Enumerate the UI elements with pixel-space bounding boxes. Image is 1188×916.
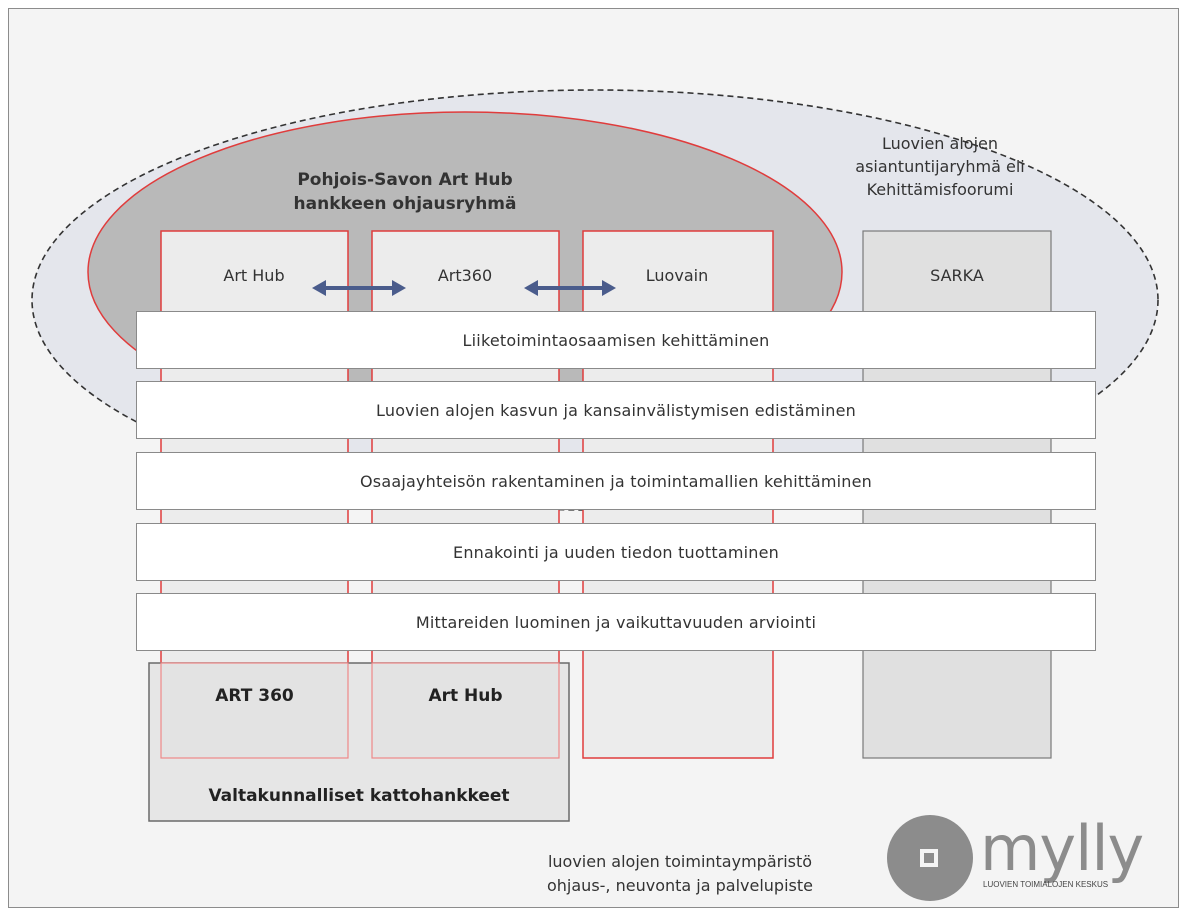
band-growth-internationalisation: Luovien alojen kasvun ja kansainvälistym…	[136, 381, 1096, 439]
steering-group-title: Pohjois-Savon Art Hub hankkeen ohjausryh…	[270, 168, 540, 216]
national-item-art360: ART 360	[215, 686, 294, 706]
footer-line1: luovien alojen toimintaympäristö	[547, 852, 813, 871]
logo-tagline: LUOVIEN TOIMIALOJEN KESKUS	[983, 880, 1109, 889]
band-metrics-evaluation: Mittareiden luominen ja vaikuttavuuden a…	[136, 593, 1096, 651]
national-item-art-hub-box	[371, 662, 560, 759]
band-business-competence: Liiketoimintaosaamisen kehittäminen	[136, 311, 1096, 369]
national-projects-caption: Valtakunnalliset kattohankkeet	[208, 786, 510, 806]
column-label-luovain: Luovain	[645, 266, 709, 285]
forum-title-line2: asiantuntijaryhmä eli	[855, 157, 1025, 176]
column-label-art-hub: Art Hub	[223, 266, 285, 285]
forum-title-line1: Luovien alojen	[881, 134, 998, 153]
double-arrow-icon	[524, 280, 616, 296]
footer-text: luovien alojen toimintaympäristö ohjaus-…	[470, 850, 890, 898]
double-arrow-icon	[312, 280, 406, 296]
national-item-art-hub: Art Hub	[428, 686, 503, 706]
national-item-art360-box	[160, 662, 349, 759]
mylly-logo-icon	[887, 815, 973, 901]
band-community-building: Osaajayhteisön rakentaminen ja toimintam…	[136, 452, 1096, 510]
forum-title-line3: Kehittämisfoorumi	[866, 180, 1014, 199]
steering-group-title-line2: hankkeen ohjausryhmä	[293, 194, 517, 214]
logo-wordmark: mylly	[980, 812, 1144, 885]
band-foresight-knowledge: Ennakointi ja uuden tiedon tuottaminen	[136, 523, 1096, 581]
column-label-sarka: SARKA	[930, 266, 984, 285]
column-label-art360: Art360	[437, 266, 493, 285]
footer-line2: ohjaus-, neuvonta ja palvelupiste	[547, 876, 813, 895]
steering-group-title-line1: Pohjois-Savon Art Hub	[297, 170, 513, 190]
forum-title: Luovien alojen asiantuntijaryhmä eli Keh…	[800, 132, 1080, 201]
